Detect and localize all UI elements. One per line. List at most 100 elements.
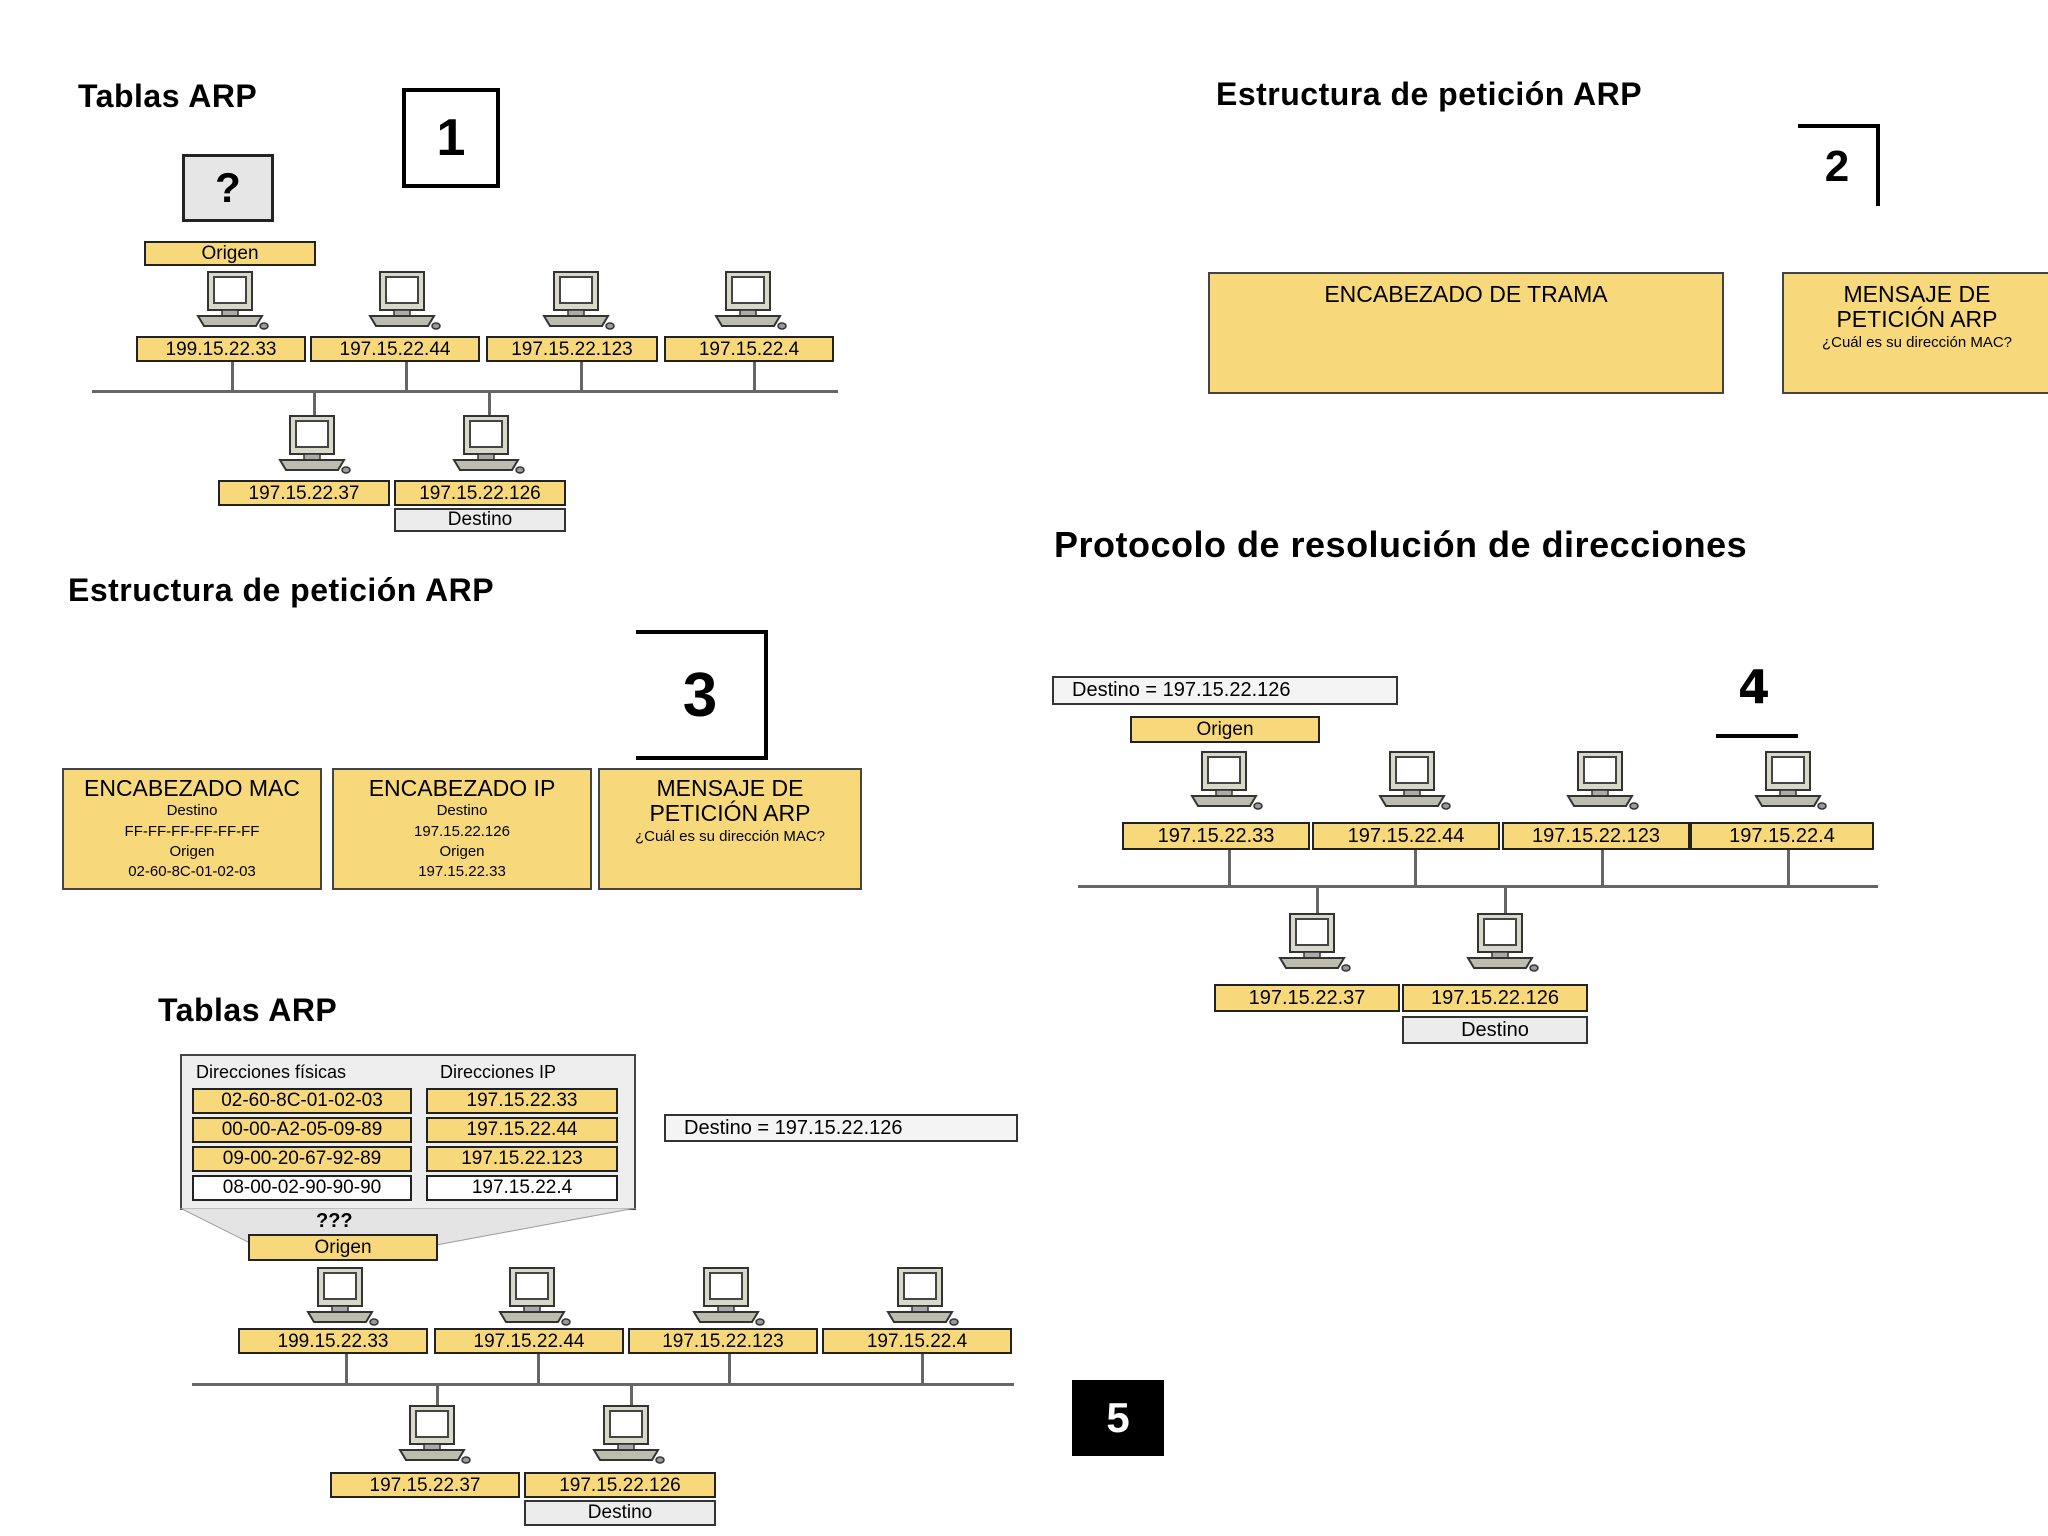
message-title: PETICIÓN ARP [649, 800, 811, 827]
host-ip-label: 197.15.22.33 [1122, 822, 1310, 850]
network-bus [1078, 885, 1878, 888]
network-link [1601, 850, 1604, 886]
column-header-physical: Direcciones físicas [196, 1062, 347, 1082]
panel1-title: Tablas ARP [78, 78, 258, 114]
computer-icon [300, 1266, 380, 1328]
computer-icon [1460, 912, 1540, 974]
message-title: MENSAJE DE [1843, 281, 1991, 307]
computer-icon [1184, 750, 1264, 812]
host-ip-label: 197.15.22.4 [664, 336, 834, 362]
arp-table: Direcciones físicas Direcciones IP 02-60… [180, 1054, 636, 1210]
arp-request-message-box: MENSAJE DE PETICIÓN ARP ¿Cuál es su dire… [598, 768, 862, 890]
computer-icon [1560, 750, 1640, 812]
network-link [728, 1354, 731, 1384]
badge-underline [1716, 734, 1798, 738]
computer-icon [446, 414, 526, 476]
ip-origin-value: 197.15.22.33 [418, 863, 506, 881]
destination-label: Destino [524, 1500, 716, 1526]
network-link [405, 362, 408, 392]
host-ip-label: 197.15.22.126 [394, 480, 566, 506]
network-link [1316, 887, 1319, 915]
panel2-title: Estructura de petición ARP [1216, 76, 1643, 112]
table-cell-mac: 09-00-20-67-92-89 [192, 1146, 412, 1172]
origin-label: Origen [248, 1234, 438, 1261]
step-badge-4: 4 [1738, 660, 1771, 714]
message-question: ¿Cuál es su dirección MAC? [634, 827, 826, 845]
network-link [1414, 850, 1417, 886]
ip-header-title: ENCABEZADO IP [368, 775, 556, 801]
computer-icon [536, 270, 616, 332]
destination-label: Destino [1402, 1016, 1588, 1044]
host-ip-label: 199.15.22.33 [238, 1328, 428, 1354]
ip-header-box: ENCABEZADO IP Destino 197.15.22.126 Orig… [332, 768, 592, 890]
host-ip-label: 197.15.22.4 [822, 1328, 1012, 1354]
network-link [345, 1354, 348, 1384]
step-badge-2: 2 [1798, 124, 1880, 206]
network-link [488, 392, 491, 422]
table-cell-mac: 08-00-02-90-90-90 [192, 1175, 412, 1201]
computer-icon [1272, 912, 1352, 974]
host-ip-label: 197.15.22.37 [218, 480, 390, 506]
computer-icon [492, 1266, 572, 1328]
host-ip-label: 197.15.22.44 [1312, 822, 1500, 850]
mac-origin-value: 02-60-8C-01-02-03 [128, 863, 256, 881]
table-cell-ip: 197.15.22.123 [426, 1146, 618, 1172]
computer-icon [190, 270, 270, 332]
computer-icon [1748, 750, 1828, 812]
destination-equals-box: Destino = 197.15.22.126 [1052, 676, 1398, 705]
origin-label: Origen [144, 241, 316, 266]
computer-icon [880, 1266, 960, 1328]
mac-header-box: ENCABEZADO MAC Destino FF-FF-FF-FF-FF-FF… [62, 768, 322, 890]
network-link [231, 362, 234, 392]
network-link [753, 362, 756, 392]
network-bus [192, 1383, 1014, 1386]
mac-origin-label: Origen [169, 842, 215, 860]
destination-label: Destino [394, 508, 566, 532]
host-ip-label: 197.15.22.123 [486, 336, 658, 362]
step-badge-3: 3 [636, 630, 768, 760]
network-link [436, 1385, 439, 1413]
host-ip-label: 197.15.22.44 [310, 336, 480, 362]
destination-equals-box: Destino = 197.15.22.126 [664, 1114, 1018, 1142]
column-header-ip: Direcciones IP [440, 1062, 557, 1082]
unknown-mac-box: ? [182, 154, 274, 222]
arp-request-message-box: MENSAJE DE PETICIÓN ARP ¿Cuál es su dire… [1782, 272, 2048, 394]
origin-label: Origen [1130, 716, 1320, 743]
network-link [630, 1385, 633, 1413]
step-badge-1: 1 [402, 88, 500, 188]
message-title: PETICIÓN ARP [1836, 306, 1998, 333]
panel4-title: Protocolo de resolución de direcciones [1054, 524, 1748, 565]
host-ip-label: 197.15.22.44 [434, 1328, 624, 1354]
table-cell-mac: 00-00-A2-05-09-89 [192, 1117, 412, 1143]
host-ip-label: 197.15.22.123 [1502, 822, 1690, 850]
network-link [313, 392, 316, 422]
host-ip-label: 199.15.22.33 [136, 336, 306, 362]
table-cell-ip: 197.15.22.4 [426, 1175, 618, 1201]
ip-dest-label: Destino [436, 802, 488, 820]
panel5-title: Tablas ARP [158, 992, 338, 1028]
host-ip-label: 197.15.22.123 [628, 1328, 818, 1354]
network-link [537, 1354, 540, 1384]
host-ip-label: 197.15.22.37 [330, 1472, 520, 1498]
mac-header-title: ENCABEZADO MAC [84, 775, 300, 801]
network-link [580, 362, 583, 392]
network-link [1228, 850, 1231, 886]
computer-icon [272, 414, 352, 476]
host-ip-label: 197.15.22.4 [1690, 822, 1874, 850]
computer-icon [392, 1404, 472, 1466]
message-title: MENSAJE DE [656, 775, 804, 801]
network-link [1787, 850, 1790, 886]
table-cell-ip: 197.15.22.44 [426, 1117, 618, 1143]
host-ip-label: 197.15.22.126 [1402, 984, 1588, 1012]
table-cell-mac: 02-60-8C-01-02-03 [192, 1088, 412, 1114]
panel3-title: Estructura de petición ARP [68, 572, 495, 608]
network-link [1504, 887, 1507, 915]
computer-icon [362, 270, 442, 332]
network-bus [92, 390, 838, 393]
computer-icon [1372, 750, 1452, 812]
frame-header-label: ENCABEZADO DE TRAMA [1324, 281, 1608, 307]
step-badge-5: 5 [1072, 1380, 1164, 1456]
host-ip-label: 197.15.22.126 [524, 1472, 716, 1498]
computer-icon [686, 1266, 766, 1328]
frame-header-box: ENCABEZADO DE TRAMA [1208, 272, 1724, 394]
